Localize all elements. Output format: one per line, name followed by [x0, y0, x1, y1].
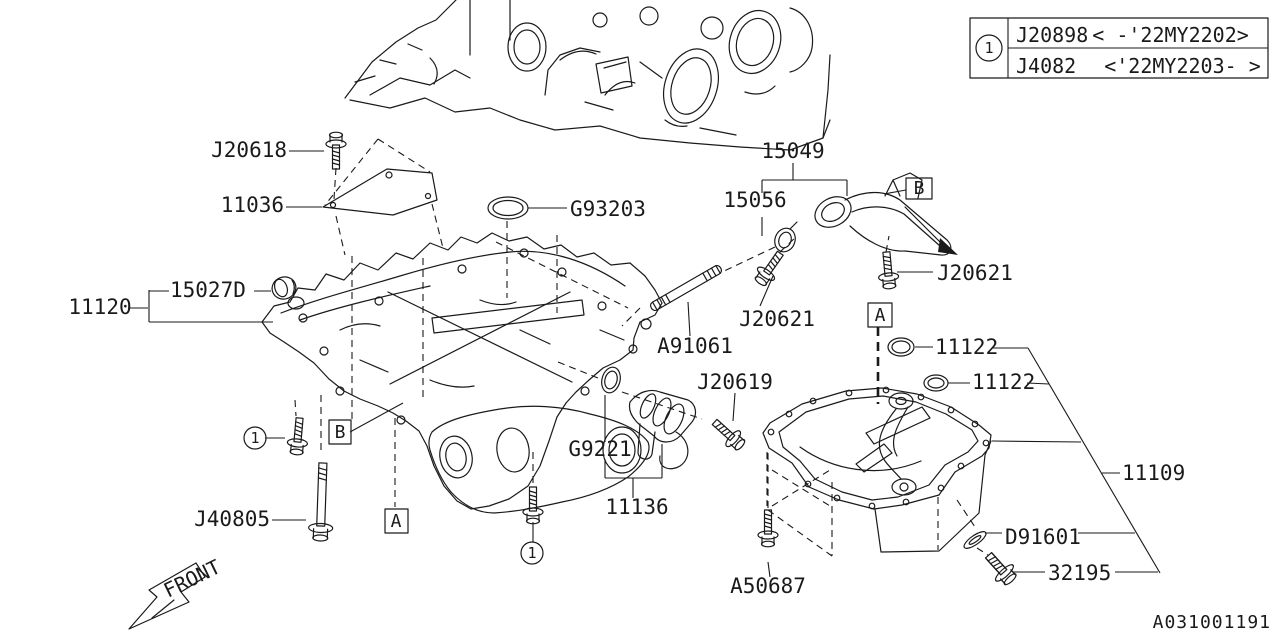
oring-11122-upper-art — [887, 337, 915, 357]
upper-oil-pan-art — [261, 232, 663, 514]
legend-row-2[interactable]: J4082 <'22MY2203- > — [1016, 54, 1261, 78]
lower-oil-pan-art — [762, 386, 992, 553]
baffle-plate-art — [322, 168, 438, 216]
part-label-11120[interactable]: 11120 — [68, 295, 131, 319]
part-label-g93203[interactable]: G93203 — [570, 197, 646, 221]
part-label-a91061[interactable]: A91061 — [657, 334, 733, 358]
bolt-j20619-art — [707, 413, 750, 455]
part-label-15027d[interactable]: 15027D — [170, 278, 246, 302]
marker-one-left-label: 1 — [250, 429, 259, 447]
part-label-11122-upper[interactable]: 11122 — [935, 335, 998, 359]
part-label-j20619[interactable]: J20619 — [697, 370, 773, 394]
clamp-15056-art — [774, 221, 798, 253]
part-label-15049[interactable]: 15049 — [761, 139, 824, 163]
marker-a-upper-pan-label: A — [391, 511, 402, 532]
oil-strainer-art — [814, 172, 958, 256]
bolt-j20621-right-art — [875, 250, 901, 291]
washer-d91601-art — [963, 531, 987, 549]
stud-a91061-art — [649, 264, 723, 312]
part-label-j40805[interactable]: J40805 — [194, 507, 270, 531]
part-label-11109[interactable]: 11109 — [1122, 461, 1185, 485]
legend-row-1-range: < -'22MY2202> — [1092, 23, 1249, 47]
part-label-g9221[interactable]: G9221 — [568, 437, 631, 461]
part-label-j20618[interactable]: J20618 — [211, 138, 287, 162]
front-direction-indicator: FRONT — [128, 555, 225, 630]
part-label-j20621-left[interactable]: J20621 — [739, 307, 815, 331]
front-label: FRONT — [160, 555, 225, 603]
legend-row-2-part[interactable]: J4082 — [1016, 54, 1076, 78]
part-label-11136[interactable]: 11136 — [605, 495, 668, 519]
bolt-j20618-art — [325, 131, 347, 170]
marker-one-bottom-label: 1 — [527, 544, 536, 562]
part-label-15056[interactable]: 15056 — [723, 188, 786, 212]
engine-block-art — [344, 0, 831, 151]
leader-lines — [128, 150, 1161, 578]
marker-b-pan: B — [328, 419, 352, 445]
marker-one-bottom: 1 — [520, 541, 544, 565]
legend-marker-label: 1 — [984, 39, 993, 57]
bolt-a50687-art — [757, 509, 779, 548]
marker-b-strainer-label: B — [914, 178, 925, 199]
legend-row-1-part[interactable]: J20898 — [1016, 23, 1088, 47]
drain-plug-32195-art — [979, 546, 1022, 590]
oring-g93203-art — [487, 196, 529, 220]
legend-row-2-range: <'22MY2203- > — [1104, 54, 1261, 78]
hardware-axis-lines — [294, 327, 880, 507]
marker-one-left: 1 — [243, 426, 267, 450]
part-callouts: J20618 11036 G93203 15049 15056 J20621 J… — [68, 138, 1185, 598]
oil-pump-11136-art — [628, 389, 697, 470]
cap-15027d-art — [271, 276, 297, 300]
part-label-a50687[interactable]: A50687 — [730, 574, 806, 598]
bolt-ref1-bottom-art — [522, 486, 544, 525]
oring-g9221-art — [601, 366, 621, 394]
lower-pan-hidden-lines — [767, 453, 989, 557]
marker-a-lower-pan-label: A — [875, 305, 886, 326]
legend-row-1[interactable]: J20898< -'22MY2202> — [1016, 23, 1249, 47]
part-label-j20621-right[interactable]: J20621 — [937, 261, 1013, 285]
strainer-projection-lines — [721, 235, 890, 273]
part-label-11122-lower[interactable]: 11122 — [972, 370, 1035, 394]
part-label-32195[interactable]: 32195 — [1048, 561, 1111, 585]
oring-11122-lower-art — [923, 374, 949, 392]
bolt-ref1-left-art — [285, 416, 311, 457]
bolt-j40805-art — [307, 462, 336, 543]
upper-pan-projection-lines — [351, 221, 703, 420]
marker-b-pan-label: B — [335, 422, 346, 443]
drawing-number: A031001191 — [1153, 612, 1271, 633]
marker-b-strainer: B — [905, 177, 933, 200]
part-label-d91601[interactable]: D91601 — [1005, 525, 1081, 549]
part-label-11036[interactable]: 11036 — [221, 193, 284, 217]
marker-a-lower-pan: A — [867, 302, 893, 328]
marker-a-upper-pan: A — [384, 508, 409, 534]
baffle-plate-projection-lines — [324, 138, 444, 256]
legend-table: 1 J20898< -'22MY2202> J4082 <'22MY2203- > — [969, 17, 1269, 79]
